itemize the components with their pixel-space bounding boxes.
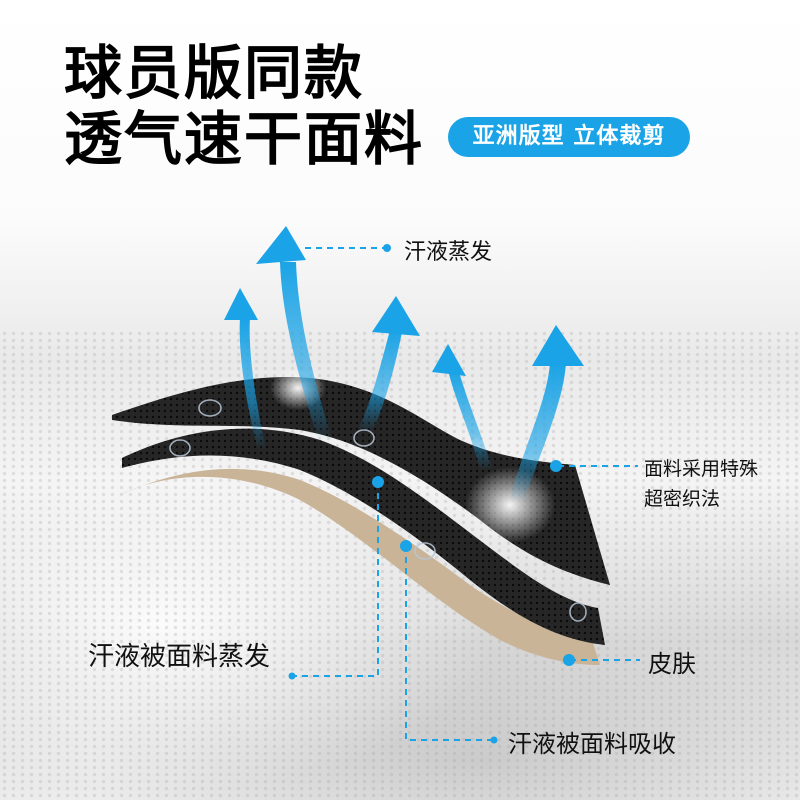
headline: 球员版同款 透气速干面料 <box>64 40 424 172</box>
callout-fabric-weave: 面料采用特殊 超密织法 <box>644 454 758 514</box>
arrow-up-icon <box>256 226 332 440</box>
arrow-up-icon <box>510 325 584 502</box>
leader-dots <box>288 244 575 744</box>
callout-fabric-weave-line-1: 面料采用特殊 <box>644 458 759 480</box>
arrow-up-icon <box>358 296 420 432</box>
callout-evaporated-by-fabric: 汗液被面料蒸发 <box>88 642 271 672</box>
vapor-puff <box>465 467 555 543</box>
inner-fabric-layer <box>122 428 605 645</box>
callout-skin: 皮肤 <box>648 650 696 678</box>
leader-lines <box>292 247 640 741</box>
skin-layer <box>120 468 600 665</box>
fit-badge: 亚洲版型 立体裁剪 <box>448 117 690 157</box>
callout-sweat-evaporation: 汗液蒸发 <box>404 240 493 265</box>
evaporation-arrows <box>224 226 584 502</box>
callout-absorbed-by-fabric: 汗液被面料吸收 <box>508 730 676 758</box>
headline-line-1: 球员版同款 <box>64 39 365 107</box>
callout-fabric-weave-line-2: 超密织法 <box>644 488 721 510</box>
headline-line-2: 透气速干面料 <box>64 105 425 173</box>
arrow-up-icon <box>432 344 492 470</box>
arrow-up-icon <box>224 288 266 450</box>
